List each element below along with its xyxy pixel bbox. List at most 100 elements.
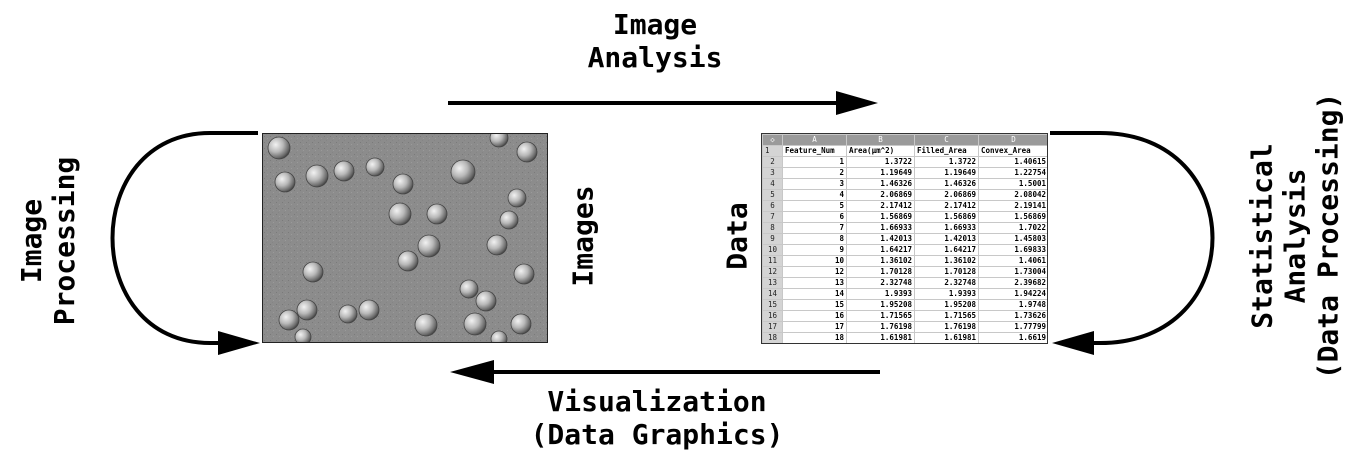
cell xyxy=(274,171,296,193)
statistical-analysis-arrow xyxy=(1050,131,1215,355)
table-cell: 1.56869 xyxy=(978,211,1047,223)
table-cell: 1.69833 xyxy=(978,244,1047,256)
cell xyxy=(499,210,519,230)
cell xyxy=(365,157,385,177)
table-cell: 1.64217 xyxy=(914,244,979,256)
cell xyxy=(333,160,355,182)
column-letter: C xyxy=(914,134,979,146)
table-cell: 1.61981 xyxy=(914,332,979,343)
table-cell: 15 xyxy=(782,299,847,311)
table-cell: 2.08042 xyxy=(978,189,1047,201)
table-cell: 1.95208 xyxy=(846,299,915,311)
table-cell: 1.19649 xyxy=(846,167,915,179)
table-cell: 1.95208 xyxy=(914,299,979,311)
cell xyxy=(388,202,412,226)
cell-image-canvas xyxy=(263,134,547,342)
cell xyxy=(392,173,414,195)
table-cell: 1.66933 xyxy=(914,222,979,234)
table-cell: 1.61981 xyxy=(846,332,915,343)
cell xyxy=(510,313,532,335)
table-cell: 18 xyxy=(782,332,847,343)
cell xyxy=(414,313,438,337)
table-cell: 10 xyxy=(782,255,847,267)
table-cell: 17 xyxy=(782,321,847,333)
cell xyxy=(417,234,441,258)
image-processing-label: Image Processing xyxy=(15,156,81,326)
table-cell: 2.19141 xyxy=(978,200,1047,212)
column-letter: B xyxy=(846,134,915,146)
table-cell: 2.17412 xyxy=(914,200,979,212)
table-cell: 1.71565 xyxy=(846,310,915,322)
row-number: 13 xyxy=(762,277,783,289)
cell xyxy=(397,250,419,272)
table-cell: 2.39682 xyxy=(978,277,1047,289)
table-cell: 9 xyxy=(782,244,847,256)
row-number: 12 xyxy=(762,266,783,278)
cells-group xyxy=(267,134,538,342)
table-cell: 1.42013 xyxy=(846,233,915,245)
row-number: 16 xyxy=(762,310,783,322)
cell xyxy=(338,304,358,324)
cell xyxy=(296,299,318,321)
table-cell: 1.7022 xyxy=(978,222,1047,234)
row-number: 9 xyxy=(762,233,783,245)
column-letter: D xyxy=(978,134,1047,146)
microscopy-image xyxy=(262,133,548,343)
table-cell: 13 xyxy=(782,277,847,289)
table-cell: 1.46326 xyxy=(914,178,979,190)
table-cell: 1.76198 xyxy=(846,321,915,333)
row-number: 3 xyxy=(762,167,783,179)
visualization-arrow xyxy=(450,360,880,384)
row-number: 17 xyxy=(762,321,783,333)
table-cell: 14 xyxy=(782,288,847,300)
table-cell: 1.22754 xyxy=(978,167,1047,179)
table-cell: 1.56869 xyxy=(914,211,979,223)
cell xyxy=(486,234,508,256)
image-processing-arrow xyxy=(110,131,260,355)
data-label: Data xyxy=(720,202,754,270)
row-number: 7 xyxy=(762,211,783,223)
cell xyxy=(426,203,448,225)
row-number: 6 xyxy=(762,200,783,212)
table-cell: 3 xyxy=(782,178,847,190)
image-analysis-label: Image Analysis xyxy=(587,8,723,74)
table-cell: 4 xyxy=(782,189,847,201)
field-header: Convex_Area xyxy=(978,145,1047,157)
table-cell: 1.36102 xyxy=(846,255,915,267)
table-cell: 1.46326 xyxy=(846,178,915,190)
table-cell: 1.73004 xyxy=(978,266,1047,278)
table-cell: 1.9748 xyxy=(978,299,1047,311)
table-cell: 1.56869 xyxy=(846,211,915,223)
cell xyxy=(278,309,300,331)
table-cell: 1.45803 xyxy=(978,233,1047,245)
table-cell: 6 xyxy=(782,211,847,223)
image-analysis-arrow xyxy=(448,91,878,115)
cell xyxy=(459,279,479,299)
field-header: Filled_Area xyxy=(914,145,979,157)
cell xyxy=(489,134,509,148)
cell xyxy=(305,164,329,188)
column-letter: A xyxy=(782,134,847,146)
table-cell: 12 xyxy=(782,266,847,278)
row-number: 4 xyxy=(762,178,783,190)
table-cell: 1.9393 xyxy=(914,288,979,300)
row-number: 11 xyxy=(762,255,783,267)
field-header: Feature_Num xyxy=(782,145,847,157)
table-cell: 1.64217 xyxy=(846,244,915,256)
row-number: 10 xyxy=(762,244,783,256)
table-cell: 7 xyxy=(782,222,847,234)
